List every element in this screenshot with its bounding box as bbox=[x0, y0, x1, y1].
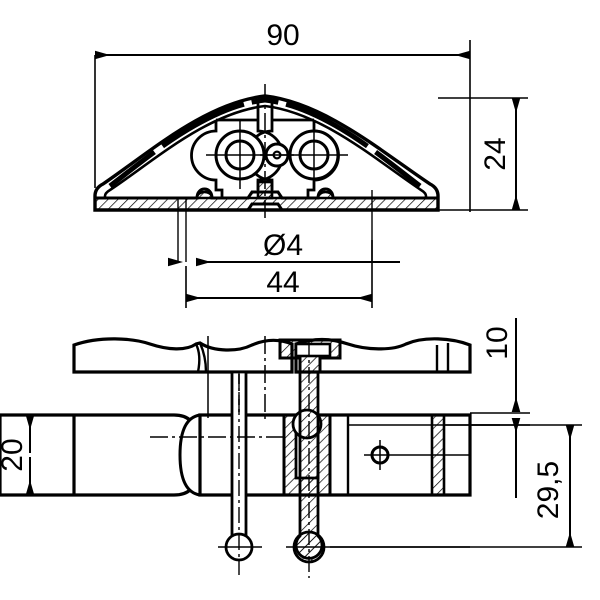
dimension-label-44: 44 bbox=[266, 266, 299, 299]
hidden-detail-lines bbox=[231, 372, 247, 415]
side-section-view bbox=[0, 336, 500, 578]
reference-lines bbox=[207, 336, 266, 420]
dimension-text-layer: 90 24 Ø4 44 10 20 29,5 bbox=[0, 19, 565, 519]
screw-head-section bbox=[278, 338, 342, 374]
main-body-block bbox=[0, 413, 472, 497]
cavity-center-septum bbox=[256, 100, 274, 120]
dimension-label-24: 24 bbox=[479, 137, 512, 170]
dimension-20 bbox=[22, 414, 74, 496]
dimension-label-dia4: Ø4 bbox=[263, 229, 303, 262]
dimension-label-10: 10 bbox=[481, 326, 514, 359]
profile-top-skin bbox=[108, 97, 422, 188]
flange-bump-detail-right bbox=[316, 190, 335, 199]
dimension-44 bbox=[185, 240, 373, 308]
dimension-295 bbox=[330, 424, 582, 548]
cross-section-view bbox=[93, 84, 440, 262]
dimension-label-20: 20 bbox=[0, 438, 29, 471]
hole-center-marks bbox=[206, 121, 348, 189]
dimension-label-295: 29,5 bbox=[532, 461, 565, 519]
dimension-90 bbox=[94, 40, 471, 212]
pin-shaft-center bbox=[286, 340, 470, 578]
flange-bump-detail-left bbox=[195, 190, 214, 199]
dimension-24 bbox=[438, 97, 528, 211]
dimension-label-90: 90 bbox=[266, 19, 299, 52]
top-plate-wavy bbox=[72, 337, 472, 374]
small-through-hole bbox=[364, 440, 470, 470]
pin-shaft-left bbox=[218, 370, 262, 575]
